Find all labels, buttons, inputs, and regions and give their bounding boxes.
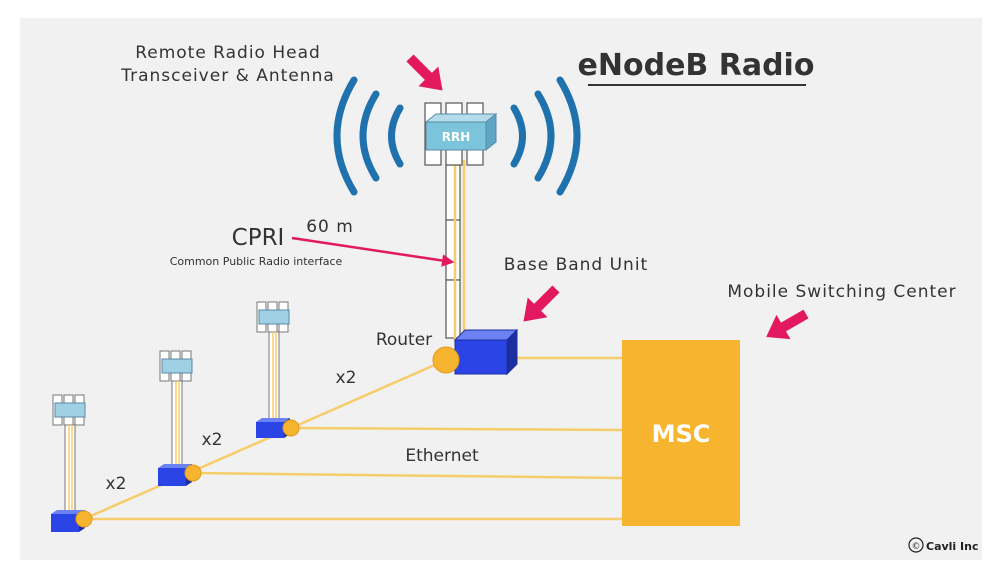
rrh-box-label: RRH [442,130,471,144]
bbu-label: Base Band Unit [504,255,648,275]
cpri-full-label: Common Public Radio interface [170,255,343,268]
msc-full-label: Mobile Switching Center [727,282,956,302]
ethernet-label: Ethernet [405,446,479,466]
router-node [432,346,460,374]
tower-icon [256,301,300,438]
bbu-box [453,328,519,376]
msc-label: MSC [652,420,711,448]
msc-box [622,340,740,526]
rrh-arrow-icon [406,54,443,91]
msc-arrow-icon [766,309,809,340]
diagram-title: eNodeB Radio [578,48,815,83]
ethernet-links [83,356,623,521]
multiplier-label-1: x2 [336,368,357,388]
tower-icon [158,350,202,486]
distance-label: 60 m [306,217,354,237]
cpri-label: CPRI [232,225,285,251]
copyright-text: Cavli Inc [926,540,978,553]
rrh-heading-line2: Transceiver & Antenna [120,66,335,86]
copyright-symbol: © [912,542,921,552]
bbu-arrow-icon [523,285,560,322]
signal-wave-icon [333,76,581,196]
rrh-heading-line1: Remote Radio Head [135,43,321,63]
tower-icon [51,394,93,532]
router-label: Router [376,330,432,350]
multiplier-label-3: x2 [106,474,127,494]
copyright-icon [908,537,924,553]
cpri-arrow-icon [291,236,455,267]
multiplier-label-2: x2 [202,430,223,450]
main-tower [424,102,498,340]
